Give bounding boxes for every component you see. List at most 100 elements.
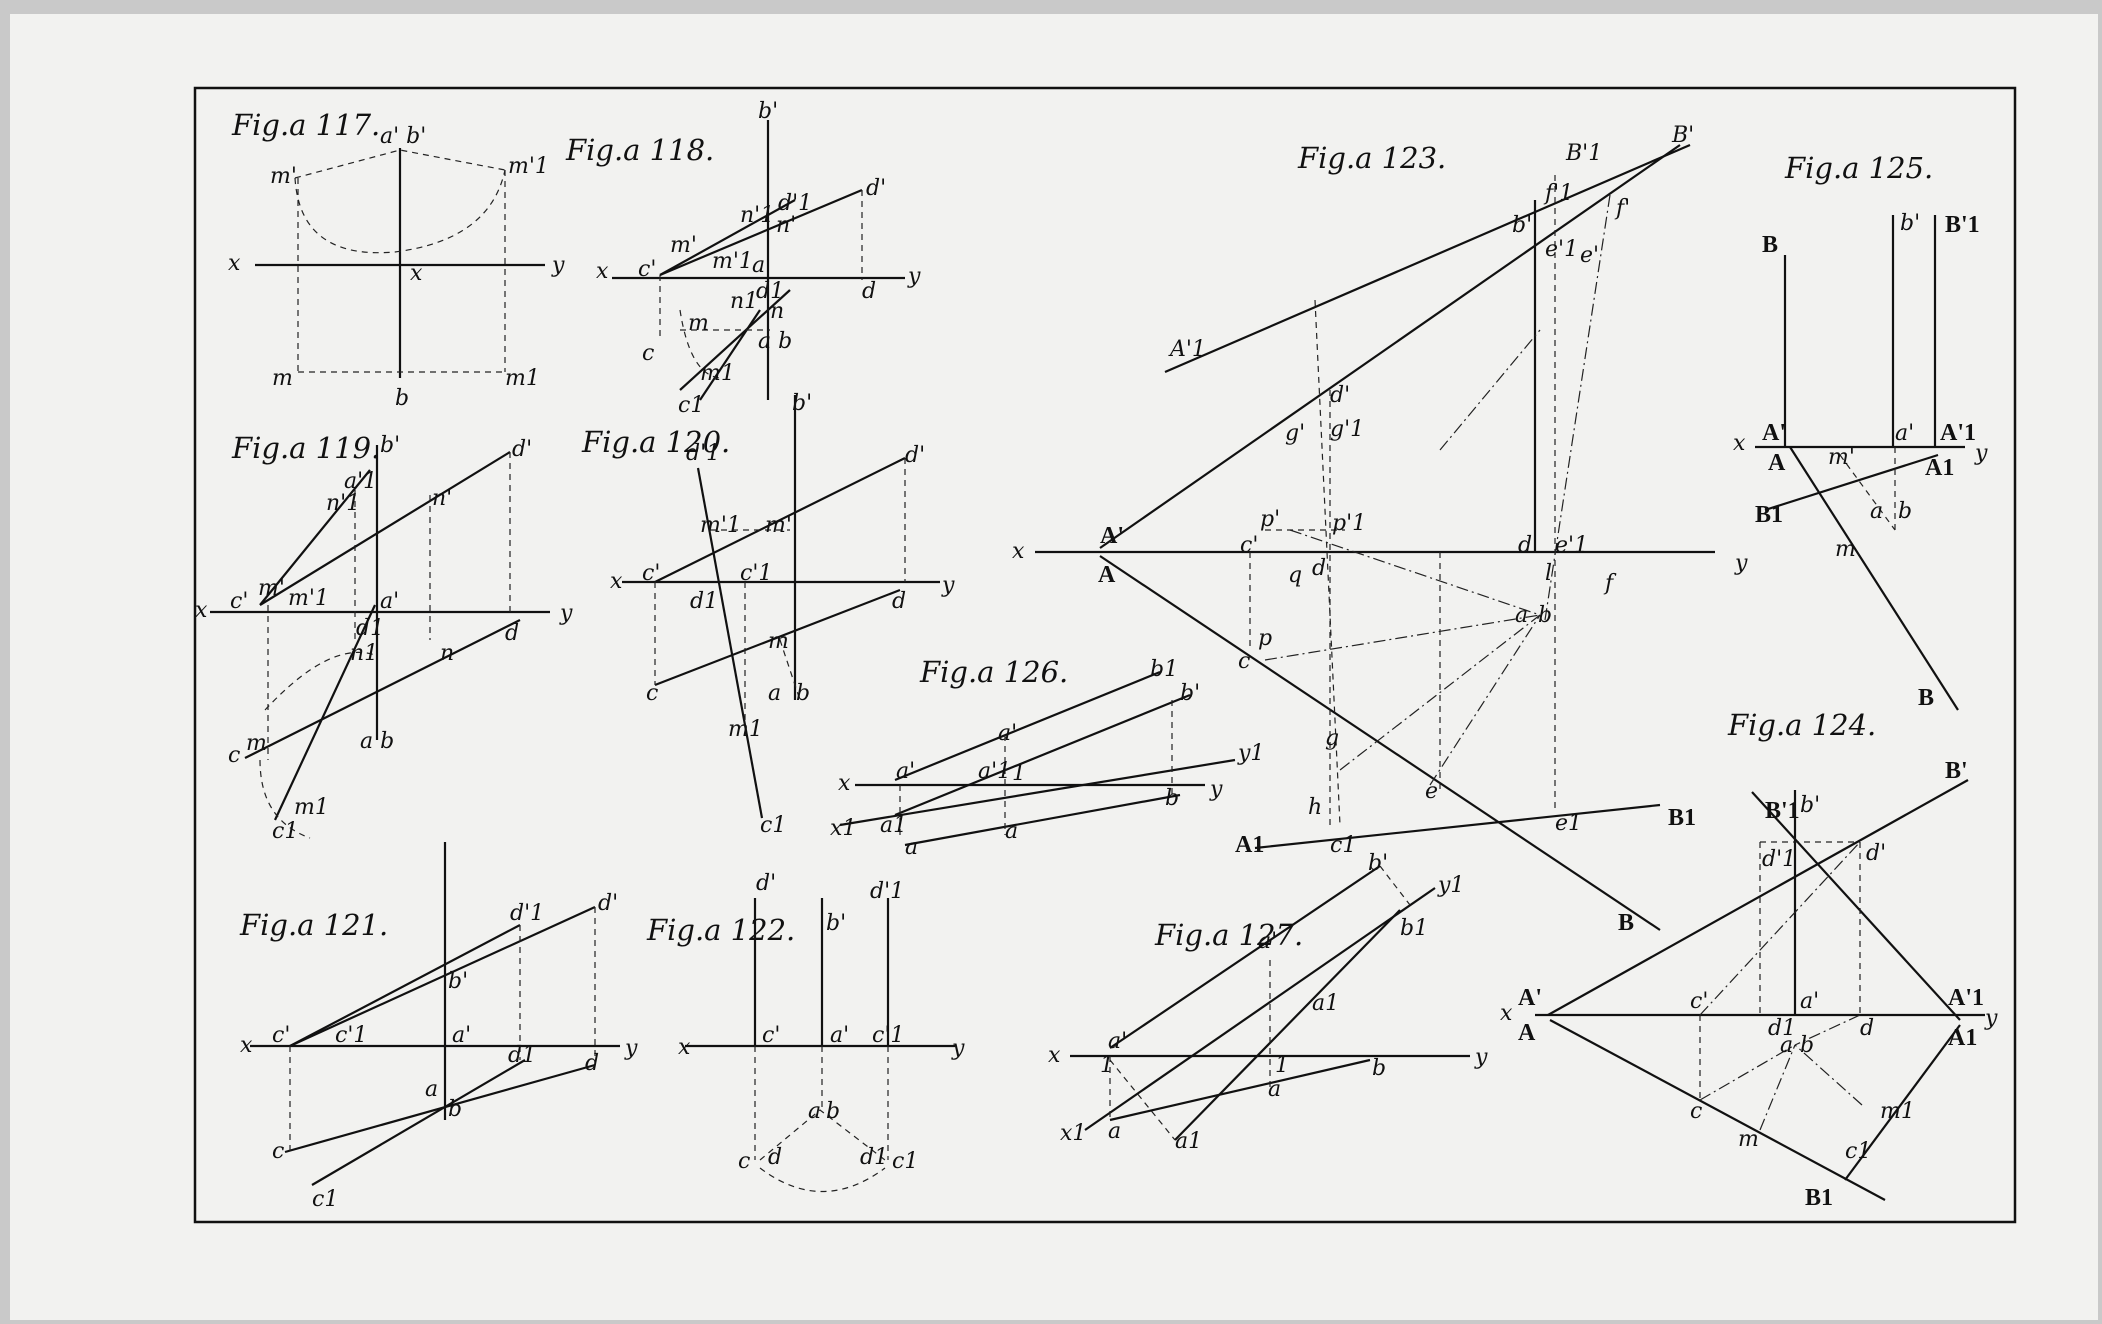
fig118-line-cd1 <box>699 309 761 401</box>
fig125-label-a-prime: a' <box>1895 421 1914 446</box>
fig127-label-b: b <box>1372 1056 1386 1081</box>
fig120-label-d1-prime: d'1 <box>686 441 720 466</box>
fig121-label-b-prime: b' <box>448 969 468 994</box>
figure-125-title: Fig.a 125. <box>1784 151 1933 185</box>
fig120-label-d: d <box>892 589 906 614</box>
fig122-label-x: x <box>678 1035 691 1060</box>
fig126-label-x: x <box>838 771 851 796</box>
fig126-label-1: 1 <box>1012 761 1026 786</box>
fig123-dashdot-1 <box>1289 529 1541 616</box>
fig119-label-m: m <box>246 731 267 756</box>
fig119-label-a1-prime: a'1 <box>344 469 377 494</box>
fig127-label-y: y <box>1474 1045 1488 1070</box>
fig125-label-A1: A1 <box>1925 455 1954 481</box>
fig125-label-b-prime: b' <box>1900 211 1920 236</box>
fig123-label-d: d <box>1518 533 1532 558</box>
fig125-label-B1-prime: B'1 <box>1945 212 1980 238</box>
fig120-label-d-prime: d' <box>905 443 925 468</box>
fig118-label-d1: d1 <box>756 279 784 304</box>
fig126-label-y: y <box>1209 777 1223 802</box>
fig121-label-a: a <box>425 1077 438 1102</box>
fig126-label-a1-prime: a'1 <box>978 759 1011 784</box>
fig119-label-d-prime: d' <box>512 437 532 462</box>
fig126-label-a-prime: a' <box>998 721 1017 746</box>
fig118-label-ab: a b <box>758 329 792 354</box>
fig127-label-a1: a1 <box>1312 991 1339 1016</box>
fig127-x1y1-line <box>1084 887 1436 1131</box>
fig118-label-d1-prime: d'1 <box>778 191 812 216</box>
fig121-label-c-prime: c' <box>272 1023 290 1048</box>
fig123-label-c1: c1 <box>1330 833 1356 858</box>
fig124-label-y: y <box>1984 1006 1998 1031</box>
figure-122-title: Fig.a 122. <box>646 913 795 947</box>
fig120-label-m1: m1 <box>728 717 763 742</box>
fig125-line-A1B1 <box>1764 453 1939 512</box>
fig124-dashdot-2 <box>1699 1044 1796 1101</box>
fig117-label-m: m <box>272 366 293 391</box>
fig125-label-b: b <box>1898 499 1912 524</box>
fig123-label-p-prime: p' <box>1260 507 1280 532</box>
fig118-label-m1-prime: m'1 <box>712 249 753 274</box>
fig121-label-x: x <box>240 1033 253 1058</box>
fig120-line-cd <box>654 588 901 687</box>
fig119-label-n: n <box>440 641 454 666</box>
fig125-label-A: A <box>1768 450 1786 476</box>
figure-121-title: Fig.a 121. <box>239 908 388 942</box>
fig127-label-x1: x1 <box>1060 1121 1086 1146</box>
fig118-label-n-prime: n' <box>776 213 796 238</box>
fig120-label-d1: d1 <box>690 589 718 614</box>
fig122-label-d: d <box>768 1145 782 1170</box>
fig123-line-AB <box>1099 555 1661 931</box>
fig118-label-a-prime: a' <box>752 253 771 278</box>
fig119-label-m1-prime: m'1 <box>288 586 329 611</box>
figure-126-title: Fig.a 126. <box>919 655 1068 689</box>
fig125-label-B1: B1 <box>1755 502 1783 528</box>
fig124-line-AB <box>1549 1019 1886 1201</box>
figure-120: Fig.a 120. d'1 b' d' m'1 m' x c' c'1 d1 … <box>581 391 955 838</box>
fig118-label-b-prime: b' <box>758 99 778 124</box>
fig119-dash-arc2 <box>264 651 376 711</box>
fig122-label-d1: d1 <box>860 1145 888 1170</box>
figure-118-title: Fig.a 118. <box>565 133 714 167</box>
fig122-label-c1: c1 <box>892 1149 918 1174</box>
figure-121: Fig.a 121. d' d'1 b' x c' c'1 a' y d1 d … <box>239 842 638 1212</box>
fig119-label-a-prime: a' <box>380 589 399 614</box>
fig126-label-a-prime-2: a' <box>896 759 915 784</box>
figure-124-title: Fig.a 124. <box>1727 708 1876 742</box>
plate-border <box>193 86 2017 1224</box>
figure-124: Fig.a 124. B'1 b' B' d'1 d' x A' A c' a'… <box>1500 708 1998 1211</box>
fig118-label-c: c <box>642 341 654 366</box>
fig125-line-AB <box>1789 446 1959 711</box>
figure-118: Fig.a 118. b' d'1 d' n'1 n' x c' m' m'1 … <box>565 99 921 418</box>
fig123-dashdot-3 <box>1339 614 1541 771</box>
fig123-label-B: B <box>1618 910 1634 936</box>
fig127-label-a-prime: a' <box>1258 929 1277 954</box>
figure-123: Fig.a 123. B'1 B' A'1 b' f'1 f' e'1 e' d… <box>1012 123 1748 936</box>
fig123-label-A-prime: A' <box>1100 523 1124 549</box>
fig119-label-m1: m1 <box>294 795 329 820</box>
fig123-label-a: a <box>1515 603 1528 628</box>
fig120-label-c1-prime: c'1 <box>740 561 772 586</box>
fig124-dashdot-1 <box>1699 841 1861 1016</box>
figure-122: Fig.a 122. d' b' d'1 x c' a' c'1 y a b c… <box>646 871 965 1192</box>
fig126-label-a: a <box>905 835 918 860</box>
fig121-label-d1-prime: d'1 <box>510 901 544 926</box>
fig118-label-n1-prime: n'1 <box>740 203 774 228</box>
fig122-label-c: c <box>738 1149 750 1174</box>
fig124-label-c1: c1 <box>1845 1139 1871 1164</box>
fig118-label-y: y <box>907 264 921 289</box>
fig119-label-d: d <box>505 621 519 646</box>
fig126-x1y1-line <box>839 758 1236 827</box>
fig122-label-c-prime: c' <box>762 1023 780 1048</box>
figure-119: Fig.a 119. a'1 b' d' n'1 n' x c' m' m'1 … <box>195 431 573 844</box>
fig123-label-y: y <box>1734 551 1748 576</box>
fig123-label-x: x <box>1012 539 1025 564</box>
figure-117-title: Fig.a 117. <box>231 108 380 142</box>
fig124-line-A1B1-prime <box>1751 791 1961 1021</box>
fig119-line-cd1-prime <box>259 469 371 606</box>
fig117-dash-arc <box>294 169 506 254</box>
fig119-label-c-prime: c' <box>230 589 248 614</box>
fig124-label-a: a <box>1780 1033 1793 1058</box>
fig126-line-ab <box>904 793 1181 847</box>
fig119-label-y: y <box>559 601 573 626</box>
